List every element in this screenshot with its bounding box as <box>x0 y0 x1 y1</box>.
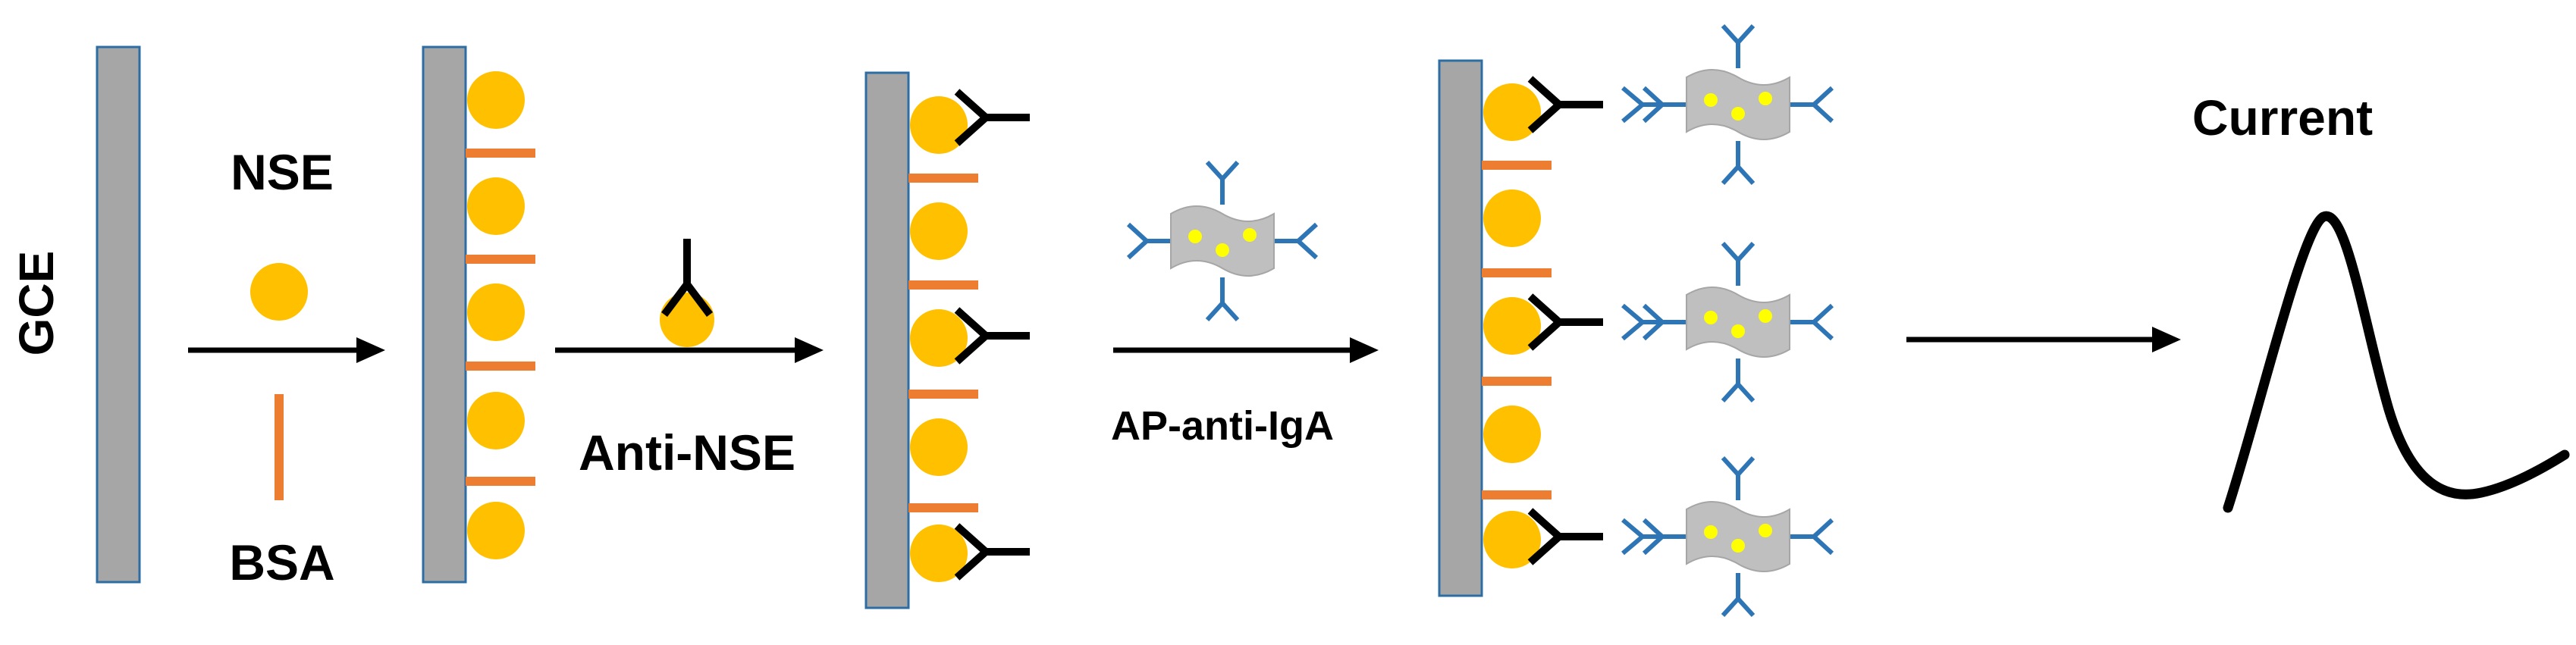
antigen-circle-icon <box>660 293 714 347</box>
y-antibody-icon <box>957 310 1030 362</box>
antigen-circle-icon <box>250 263 308 321</box>
nse-label: NSE <box>231 144 334 200</box>
arrowhead-step-3 <box>1350 337 1379 363</box>
electrode-stage-2 <box>422 45 535 584</box>
arrowhead-step-4 <box>2152 327 2181 352</box>
bsa-label: BSA <box>229 534 334 590</box>
y-antibody-icon <box>957 92 1030 143</box>
electrode-stage-3 <box>864 71 1030 609</box>
antigen-circle-icon <box>910 96 968 154</box>
arrowhead-step-1 <box>356 337 385 363</box>
antigen-circle-icon <box>1483 511 1541 568</box>
antigen-circle-icon <box>1483 297 1541 355</box>
anti-nse-label: Anti-NSE <box>579 424 795 481</box>
antigen-circle-icon <box>1483 405 1541 463</box>
antigen-circle-icon <box>1483 189 1541 247</box>
antigen-circle-icon <box>467 392 525 449</box>
ap-enzyme-label-icon <box>1644 243 1832 401</box>
ap-enzyme-label-icon <box>1128 162 1316 320</box>
electrode-bar-icon <box>864 71 910 609</box>
antigen-circle-icon <box>910 309 968 367</box>
electrode-bar-icon <box>1438 59 1483 597</box>
antigen-circle-icon <box>1483 83 1541 141</box>
electrode-bar-icon <box>422 45 467 584</box>
antigen-circle-icon <box>910 202 968 260</box>
electrode-stage-4 <box>1438 26 1832 615</box>
electrode-bar-icon <box>96 45 141 584</box>
y-antibody-icon <box>1530 79 1603 130</box>
y-antibody-icon <box>1530 296 1603 348</box>
ap-enzyme-label-icon <box>1644 26 1832 183</box>
antigen-circle-icon <box>467 283 525 341</box>
antigen-circle-icon <box>467 177 525 235</box>
antigen-circle-icon <box>910 524 968 582</box>
current-label: Current <box>2192 89 2373 146</box>
ap-enzyme-label-icon <box>1644 458 1832 615</box>
ap-anti-iga-label: AP-anti-IgA <box>1111 403 1334 449</box>
y-antibody-icon <box>1530 511 1603 562</box>
antigen-circle-icon <box>467 71 525 129</box>
gce-label: GCE <box>9 251 64 356</box>
current-peak-icon <box>2223 211 2570 513</box>
arrowhead-step-2 <box>795 337 824 363</box>
y-antibody-icon <box>957 526 1030 578</box>
antigen-circle-icon <box>467 502 525 559</box>
antigen-circle-icon <box>910 418 968 476</box>
